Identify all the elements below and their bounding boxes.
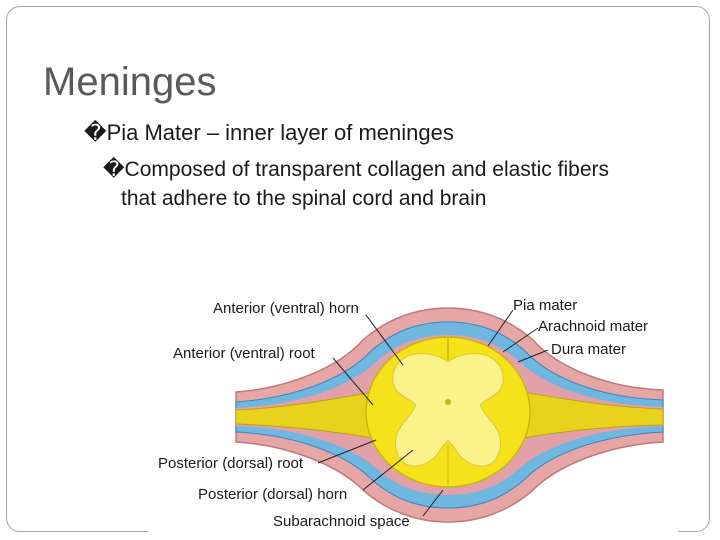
label-subarachnoid-space: Subarachnoid space — [273, 513, 410, 530]
diagram-svg: Anterior (ventral) horn Anterior (ventra… — [158, 297, 664, 530]
slide-title: Meninges — [43, 60, 217, 104]
leader-subarachnoid — [422, 489, 444, 517]
leader-dura — [517, 349, 549, 363]
bullet-text-line2: that adhere to the spinal cord and brain — [121, 187, 487, 210]
central-canal — [445, 399, 451, 405]
leader-posterior-horn — [362, 449, 414, 491]
label-anterior-horn: Anterior (ventral) horn — [213, 300, 359, 317]
bullet-glyph: � — [103, 158, 125, 181]
leader-anterior-horn — [365, 314, 404, 366]
label-anterior-root: Anterior (ventral) root — [173, 345, 316, 362]
leader-posterior-root — [317, 439, 377, 464]
label-dura-mater: Dura mater — [551, 341, 626, 358]
label-arachnoid-mater: Arachnoid mater — [538, 318, 648, 335]
leader-anterior-root — [332, 357, 374, 406]
label-posterior-horn: Posterior (dorsal) horn — [198, 486, 347, 503]
spinal-cord-meninges-diagram: Anterior (ventral) horn Anterior (ventra… — [148, 280, 678, 535]
gray-matter-shape — [392, 353, 504, 467]
leader-arachnoid — [502, 327, 539, 353]
label-pia-mater: Pia mater — [513, 297, 577, 314]
bullet-text-pia-mater: Pia Mater – inner layer of meninges — [106, 120, 454, 145]
bullet-text-line1: Composed of transparent collagen and ela… — [124, 158, 609, 181]
label-posterior-root: Posterior (dorsal) root — [158, 455, 304, 472]
bullet-glyph: � — [84, 120, 107, 145]
leader-pia — [487, 309, 514, 347]
bullet-level2: �Composed of transparent collagen and el… — [103, 155, 703, 213]
bullet-level1: �Pia Mater – inner layer of meninges — [84, 120, 454, 146]
